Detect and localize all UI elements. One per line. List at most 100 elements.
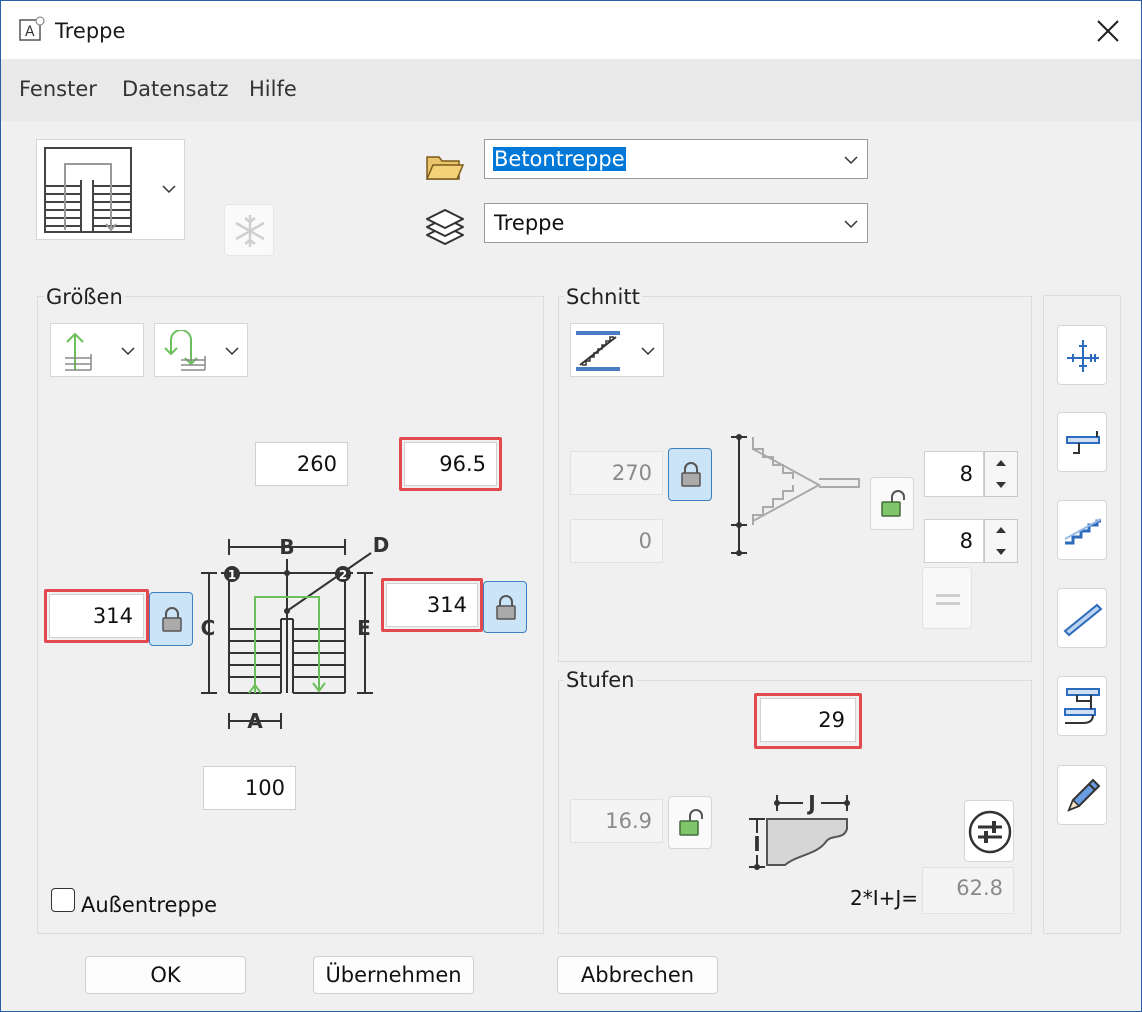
unlock-riser-button[interactable] [668,796,712,849]
dim-label-e: E [357,616,371,640]
steps-bottom-field[interactable]: 8 [924,519,984,563]
stair-plan-diagram: 1 2 B D C E A [201,533,390,733]
tool-floor-button[interactable] [1057,676,1107,736]
lock-closed-icon [496,595,516,620]
formula-label: 2*I+J= [850,886,919,910]
apply-label: Übernehmen [325,963,462,987]
menu-fenster[interactable]: Fenster [19,77,97,101]
lock-open-icon [679,809,703,836]
ok-button[interactable]: OK [85,956,246,994]
steps-bottom-value: 8 [959,529,973,553]
chevron-down-icon [121,347,135,356]
section-height-value: 270 [611,461,652,485]
formula-value: 62.8 [956,876,1003,900]
layer-dropdown[interactable]: Treppe [484,203,868,243]
dataset-value: Betontreppe [493,147,626,171]
length-b-value: 260 [296,452,337,476]
width-a-field[interactable]: 100 [203,766,296,810]
stufen-label: Stufen [564,668,637,692]
dim-label-d: D [373,533,390,557]
layers-icon [426,209,464,245]
width-a-value: 100 [244,776,285,800]
ramp-icon [1063,603,1103,637]
stair-up-icon [65,332,92,371]
chevron-down-icon [162,185,176,194]
snowflake-icon [235,215,265,247]
axis-cross-icon [1067,340,1099,372]
aussentreppe-checkbox[interactable] [51,888,75,912]
section-height-field[interactable]: 270 [570,451,663,495]
spin-up-icon[interactable] [995,458,1007,468]
length-d-field[interactable]: 96.5 [404,442,497,486]
chevron-down-icon [641,347,655,356]
stairs-icon [1064,518,1102,545]
length-e-field[interactable]: 314 [386,583,478,627]
menu-datensatz[interactable]: Datensatz [122,77,229,101]
step-count-field[interactable]: 29 [760,698,856,742]
dataset-dropdown[interactable]: Betontreppe [484,139,868,179]
riser-height-field[interactable]: 16.9 [570,799,663,843]
step-profile-diagram: J I [749,791,850,870]
lock-c-button[interactable] [149,592,193,646]
steps-bottom-spinner[interactable] [984,519,1018,563]
length-c-field[interactable]: 314 [49,594,144,638]
menu-hilfe[interactable]: Hilfe [249,77,297,101]
length-c-value: 314 [92,604,133,628]
tool-edit-button[interactable] [1057,765,1107,825]
length-e-value: 314 [426,593,467,617]
section-icon [576,331,620,371]
aussentreppe-label[interactable]: Außentreppe [81,893,218,917]
stair-turn-icon [164,330,206,371]
stufen-group [558,680,1032,934]
equalize-button[interactable] [922,567,972,629]
freeze-button[interactable] [224,204,274,256]
pencil-icon [1067,778,1101,812]
close-icon[interactable] [1087,13,1127,49]
ok-label: OK [150,963,181,987]
apply-button[interactable]: Übernehmen [313,956,474,994]
section-diagram [731,434,860,556]
layer-value: Treppe [494,211,565,235]
step-settings-button[interactable] [964,800,1014,862]
tool-landing-button[interactable] [1057,412,1107,472]
tool-ramp-button[interactable] [1057,588,1107,648]
spin-down-icon[interactable] [995,547,1007,557]
folder-icon [425,156,465,180]
step-count-value: 29 [818,708,845,732]
tool-panel [1043,295,1121,934]
unlock-section-button[interactable] [870,477,914,530]
app-icon: A [19,16,45,41]
ascent-direction-dropdown[interactable] [50,323,144,377]
stair-type-icon [44,147,132,233]
schnitt-group [558,296,1032,662]
dim-label-b: B [279,535,294,559]
menu-bar: Fenster Datensatz Hilfe [1,59,1141,121]
formula-value-field: 62.8 [922,867,1014,914]
chevron-down-icon [844,156,858,165]
dim-label-j: J [806,791,815,815]
chevron-down-icon [844,220,858,229]
lock-e-button[interactable] [483,581,527,633]
highlight-frame [754,693,862,749]
lock-open-icon [881,490,905,517]
title-bar: A Treppe [1,1,1141,59]
spin-up-icon[interactable] [995,525,1007,535]
steps-top-field[interactable]: 8 [924,451,984,497]
sliders-icon [968,810,1012,854]
stair-type-dropdown[interactable] [36,139,185,240]
dim-label-c: C [201,616,216,640]
length-b-field[interactable]: 260 [255,442,348,486]
turn-direction-dropdown[interactable] [154,323,248,377]
section-offset-field[interactable]: 0 [570,519,663,563]
section-type-dropdown[interactable] [570,323,664,377]
dim-label-a: A [247,709,263,733]
steps-top-spinner[interactable] [984,451,1018,497]
tool-stairs-button[interactable] [1057,500,1107,560]
groessen-group [37,296,544,934]
cancel-button[interactable]: Abbrechen [557,956,718,994]
tool-axis-button[interactable] [1057,325,1107,385]
dim-label-i: I [753,832,760,856]
spin-down-icon[interactable] [995,480,1007,490]
lock-section-button[interactable] [668,448,712,501]
riser-height-value: 16.9 [605,809,652,833]
